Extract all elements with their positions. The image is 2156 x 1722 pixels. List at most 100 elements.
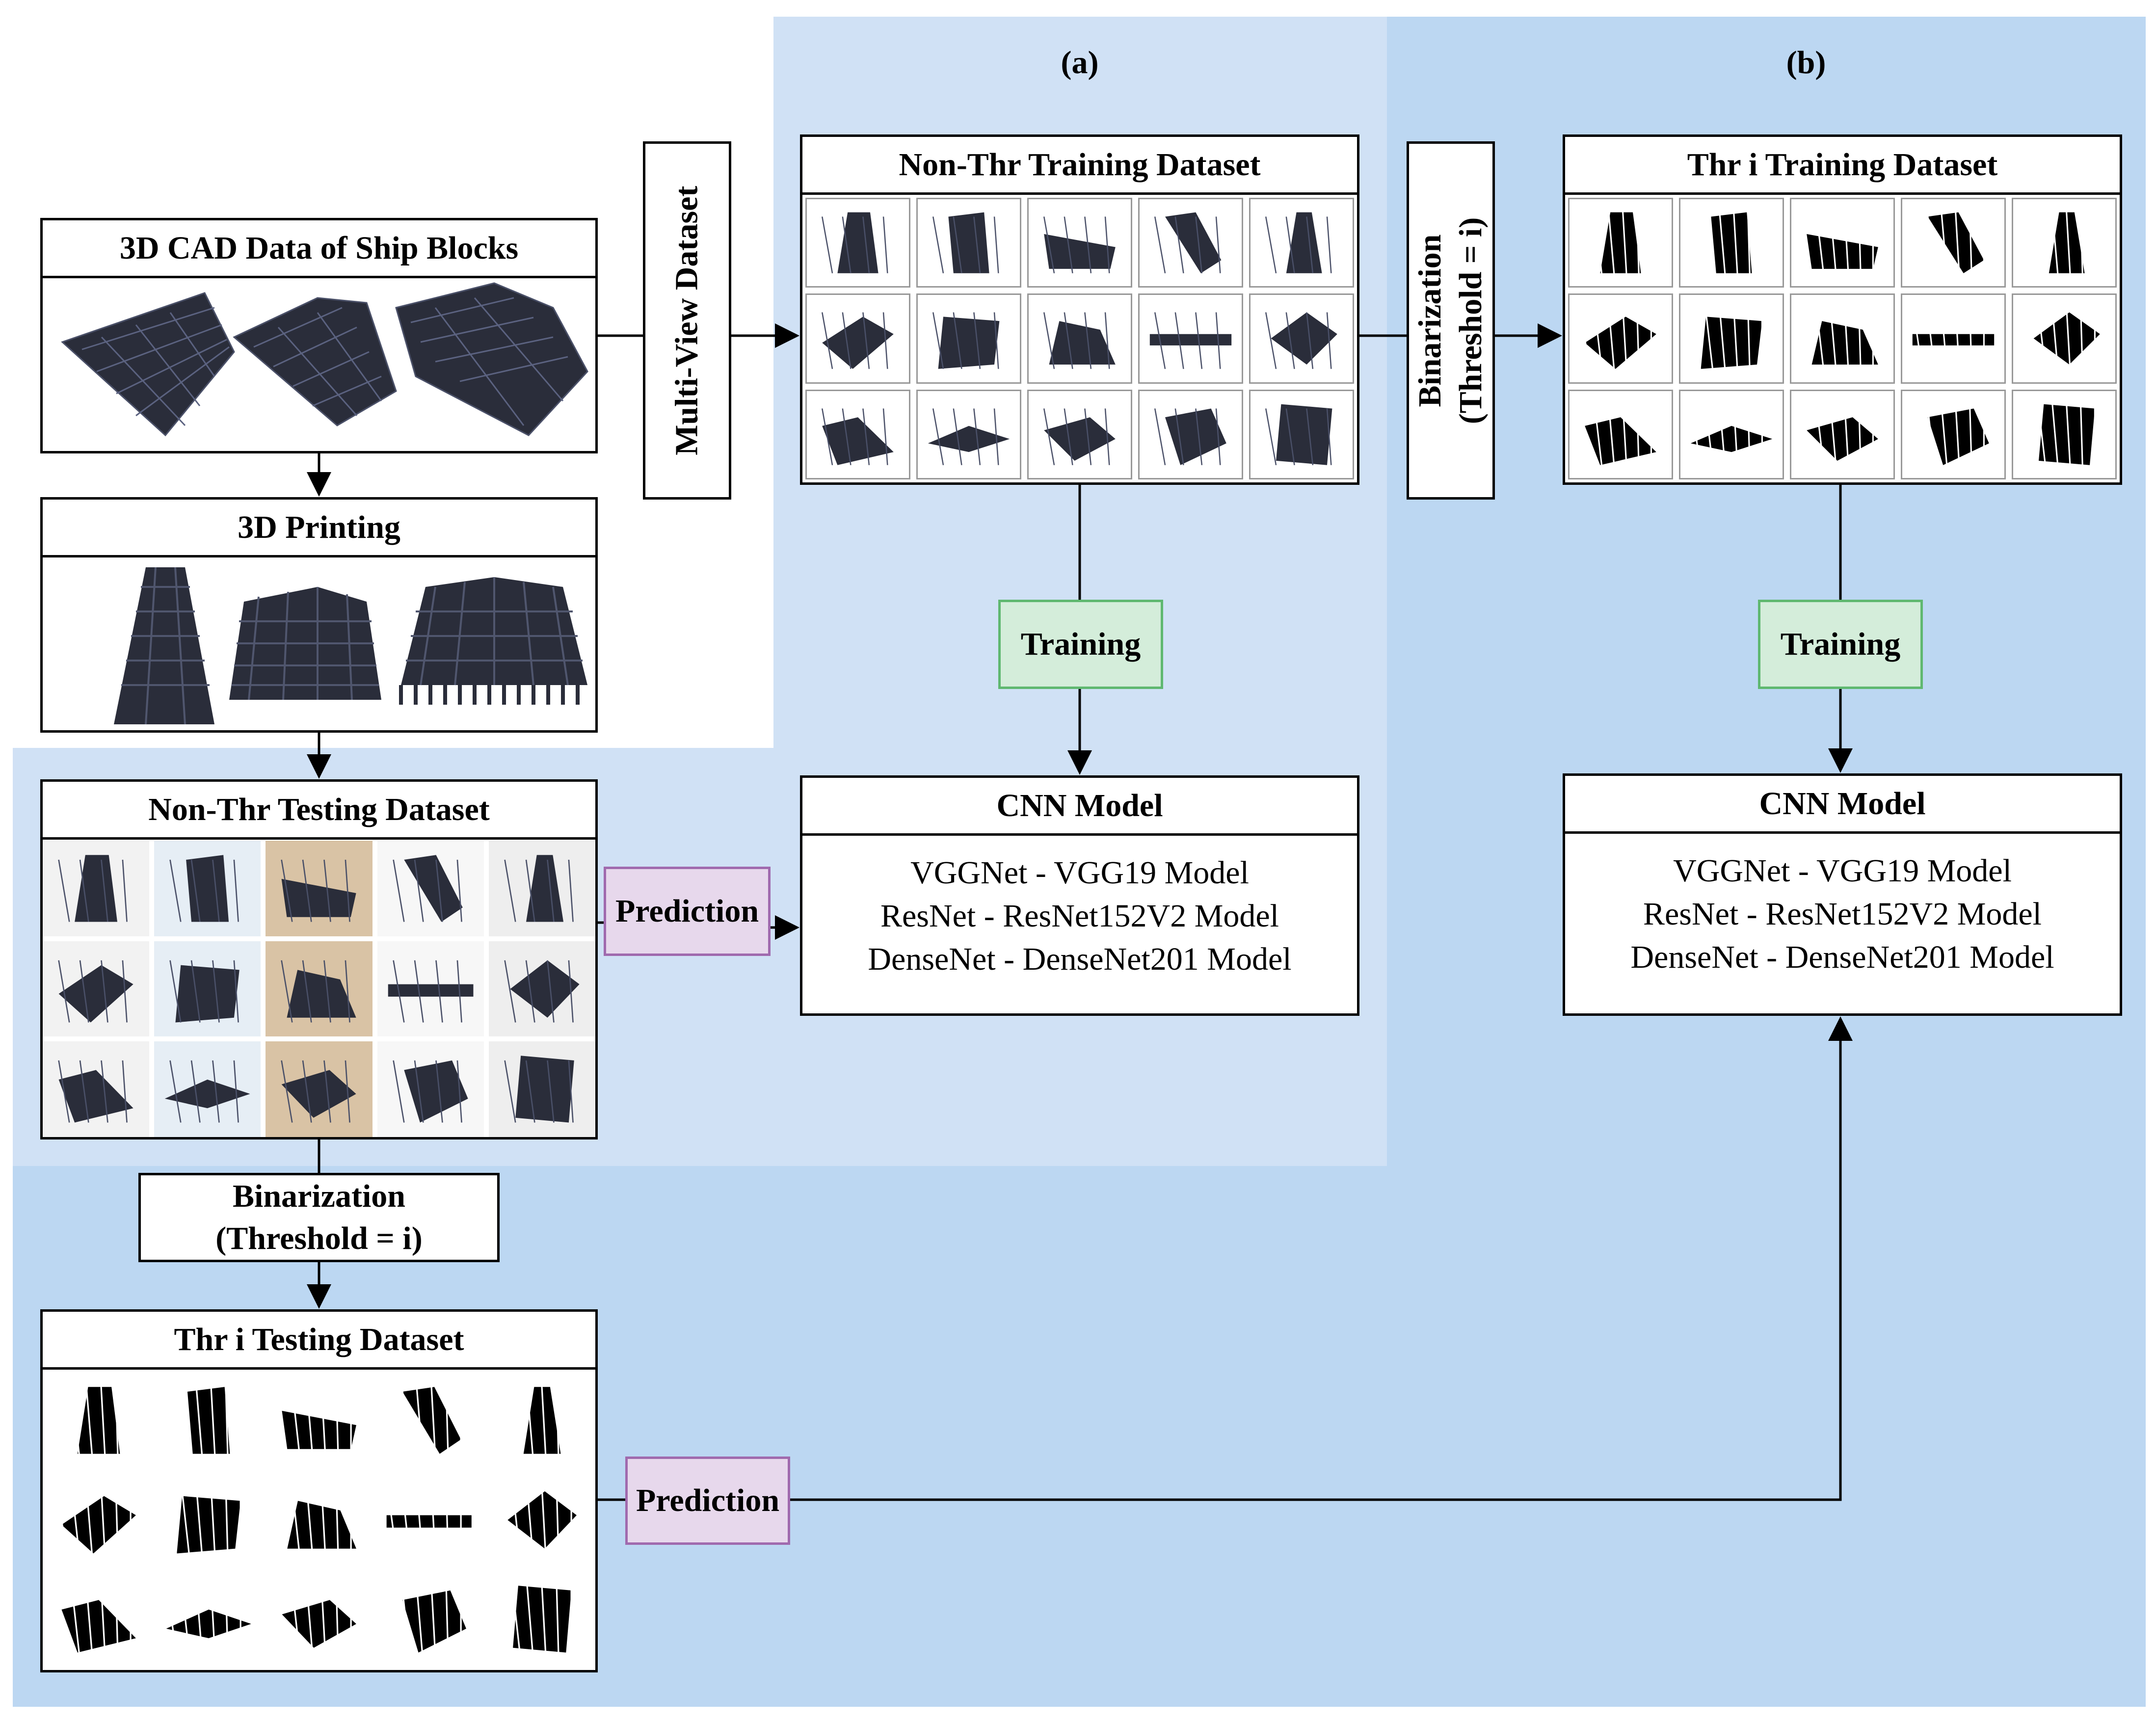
thr-testing-thumb-13	[266, 1571, 373, 1667]
cnn-b-model-densenet: DenseNet - DenseNet201 Model	[1630, 939, 2054, 975]
thr-training-thumb-6	[1568, 293, 1673, 384]
thr-testing-thumb-2	[156, 1373, 262, 1468]
binarization-box-line2: (Threshold = i)	[215, 1220, 423, 1256]
thr-testing-thumb-1	[46, 1373, 152, 1468]
printed-block-images	[114, 567, 587, 725]
non-thr-training-thumb-9	[1138, 293, 1243, 384]
printed-block-1	[114, 567, 214, 725]
cnn-b-model-resnet: ResNet - ResNet152V2 Model	[1643, 896, 2042, 932]
multiview-dataset-box: Multi-View Dataset	[643, 141, 731, 500]
thr-testing-thumb-5	[486, 1373, 592, 1468]
cnn-model-a-box: CNN Model VGGNet - VGG19 Model ResNet - …	[800, 775, 1359, 1016]
non-thr-testing-thumb-7	[154, 941, 261, 1037]
thr-training-thumb-11	[1568, 389, 1673, 479]
thr-testing-box: Thr i Testing Dataset	[40, 1309, 598, 1672]
thr-training-thumb-15	[2012, 389, 2117, 479]
non-thr-training-thumb-8	[1027, 293, 1132, 384]
non-thr-testing-box: Non-Thr Testing Dataset	[40, 779, 598, 1139]
thr-training-thumb-7	[1679, 293, 1784, 384]
thr-training-thumb-1	[1568, 198, 1673, 288]
multiview-dataset-label: Multi-View Dataset	[668, 185, 705, 455]
non-thr-training-thumb-15	[1249, 389, 1354, 479]
cad-data-title: 3D CAD Data of Ship Blocks	[43, 220, 595, 278]
non-thr-training-title: Non-Thr Training Dataset	[802, 137, 1357, 195]
cad-block-3	[395, 282, 588, 436]
training-b-tag: Training	[1758, 600, 1923, 689]
non-thr-testing-thumb-15	[488, 1041, 595, 1137]
cnn-a-model-vgg: VGGNet - VGG19 Model	[910, 855, 1249, 891]
prediction-b-tag: Prediction	[625, 1457, 790, 1545]
printing-title: 3D Printing	[43, 500, 595, 557]
printing-box: 3D Printing	[40, 497, 598, 733]
thr-testing-thumb-14	[376, 1571, 482, 1667]
non-thr-training-thumb-4	[1138, 198, 1243, 288]
cnn-b-model-vgg: VGGNet - VGG19 Model	[1673, 853, 2012, 889]
binarization-box: Binarization (Threshold = i)	[138, 1173, 500, 1262]
thr-testing-thumb-7	[156, 1472, 262, 1568]
thr-testing-thumb-11	[46, 1571, 152, 1667]
thr-training-thumb-3	[1790, 198, 1895, 288]
cad-block-1	[61, 292, 235, 437]
cnn-a-model-densenet: DenseNet - DenseNet201 Model	[868, 941, 1292, 977]
thr-training-grid	[1568, 198, 2117, 479]
cad-block-2	[233, 297, 397, 426]
thr-training-box: Thr i Training Dataset	[1563, 134, 2122, 485]
thr-training-thumb-5	[2012, 198, 2117, 288]
non-thr-training-box: Non-Thr Training Dataset	[800, 134, 1359, 485]
prediction-a-tag: Prediction	[604, 867, 771, 956]
non-thr-training-thumb-7	[916, 293, 1021, 384]
non-thr-testing-thumb-8	[266, 941, 373, 1037]
thr-testing-grid	[46, 1373, 592, 1667]
cnn-model-a-list: VGGNet - VGG19 Model ResNet - ResNet152V…	[802, 851, 1357, 981]
non-thr-training-thumb-14	[1138, 389, 1243, 479]
non-thr-training-thumb-3	[1027, 198, 1132, 288]
non-thr-testing-thumb-3	[266, 841, 373, 936]
thr-testing-thumb-6	[46, 1472, 152, 1568]
non-thr-testing-thumb-1	[43, 841, 150, 936]
non-thr-testing-thumb-9	[377, 941, 484, 1037]
cnn-model-a-title: CNN Model	[802, 778, 1357, 836]
thr-training-thumb-9	[1901, 293, 2006, 384]
thr-training-thumb-2	[1679, 198, 1784, 288]
non-thr-training-thumb-5	[1249, 198, 1354, 288]
training-a-tag: Training	[998, 600, 1163, 689]
cad-data-box: 3D CAD Data of Ship Blocks	[40, 218, 598, 453]
binarization-vertical-label: Binarization (Threshold = i)	[1411, 217, 1491, 424]
cnn-model-b-box: CNN Model VGGNet - VGG19 Model ResNet - …	[1563, 773, 2122, 1016]
non-thr-training-thumb-10	[1249, 293, 1354, 384]
thr-testing-thumb-10	[486, 1472, 592, 1568]
non-thr-testing-thumb-4	[377, 841, 484, 936]
non-thr-training-grid	[805, 198, 1354, 479]
thr-training-thumb-12	[1679, 389, 1784, 479]
non-thr-training-thumb-6	[805, 293, 910, 384]
non-thr-testing-thumb-6	[43, 941, 150, 1037]
thr-training-title: Thr i Training Dataset	[1565, 137, 2120, 195]
non-thr-training-thumb-12	[916, 389, 1021, 479]
panel-a-label: (a)	[1061, 45, 1099, 80]
binarization-vertical-line1: Binarization	[1412, 234, 1448, 407]
non-thr-training-thumb-13	[1027, 389, 1132, 479]
binarization-box-line1: Binarization	[232, 1178, 405, 1214]
non-thr-testing-grid	[43, 841, 595, 1137]
non-thr-testing-thumb-12	[154, 1041, 261, 1137]
cnn-model-b-list: VGGNet - VGG19 Model ResNet - ResNet152V…	[1565, 849, 2120, 979]
thr-training-thumb-13	[1790, 389, 1895, 479]
non-thr-training-thumb-11	[805, 389, 910, 479]
non-thr-training-thumb-2	[916, 198, 1021, 288]
binarization-vertical-box: Binarization (Threshold = i)	[1407, 141, 1495, 500]
non-thr-testing-thumb-10	[488, 941, 595, 1037]
printed-block-2	[229, 587, 381, 700]
binarization-vertical-line2: (Threshold = i)	[1453, 217, 1489, 424]
panel-b-label: (b)	[1786, 45, 1826, 80]
thr-testing-thumb-9	[376, 1472, 482, 1568]
non-thr-testing-thumb-5	[488, 841, 595, 936]
thr-training-thumb-10	[2012, 293, 2117, 384]
thr-testing-thumb-15	[486, 1571, 592, 1667]
non-thr-testing-thumb-2	[154, 841, 261, 936]
non-thr-testing-title: Non-Thr Testing Dataset	[43, 782, 595, 840]
thr-training-thumb-14	[1901, 389, 2006, 479]
non-thr-testing-thumb-13	[266, 1041, 373, 1137]
thr-testing-thumb-4	[376, 1373, 482, 1468]
thr-testing-title: Thr i Testing Dataset	[43, 1312, 595, 1370]
thr-training-thumb-4	[1901, 198, 2006, 288]
